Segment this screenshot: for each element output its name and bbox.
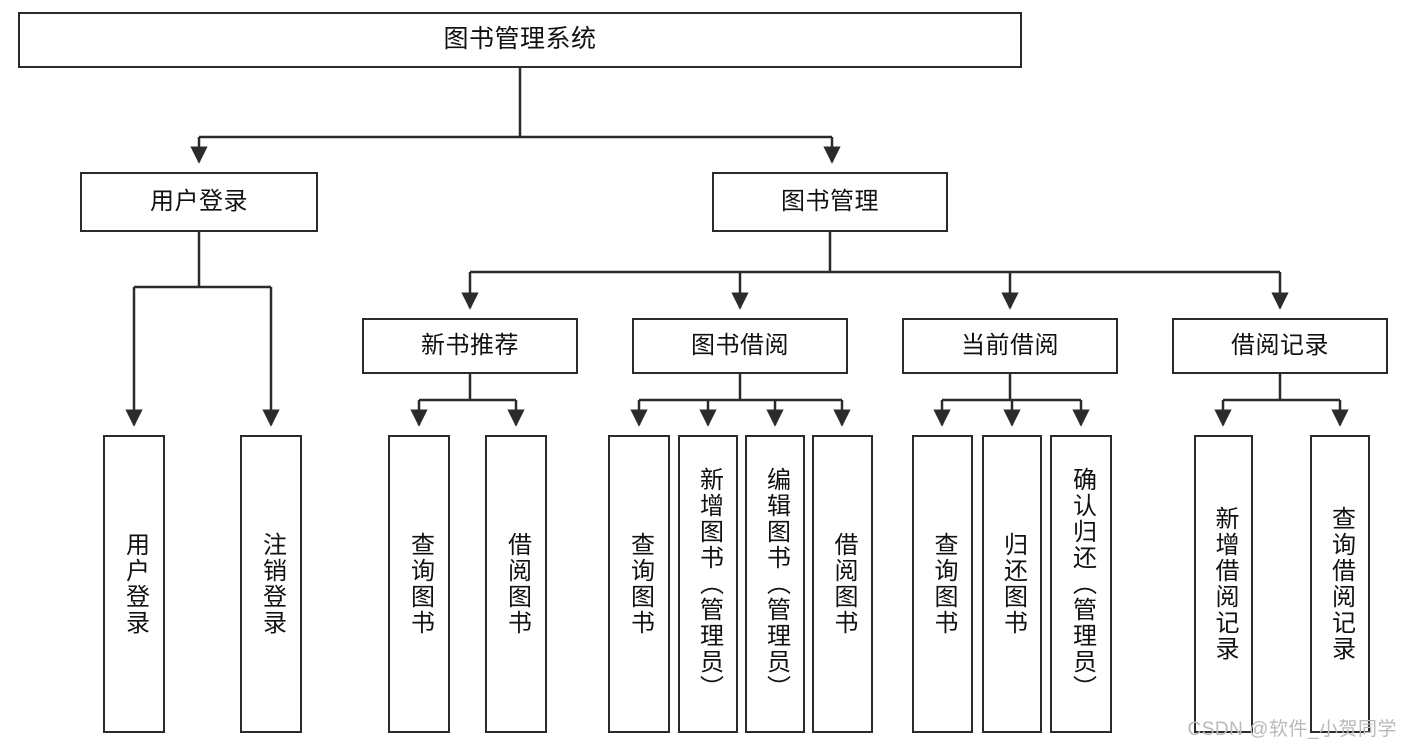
node-book-manage[interactable]: 图书管理 [712,172,948,232]
node-leaf-user-login-label: 用户登录 [121,532,149,636]
watermark-text: CSDN @软件_小贺同学 [1187,719,1397,740]
node-new-book-rec[interactable]: 新书推荐 [362,318,578,374]
node-leaf-edit-book[interactable]: 编辑图书（管理员） [745,435,805,733]
node-borrow-record[interactable]: 借阅记录 [1172,318,1388,374]
node-current-borrow-label: 当前借阅 [961,331,1059,359]
node-current-borrow[interactable]: 当前借阅 [902,318,1118,374]
node-leaf-return-book[interactable]: 归还图书 [982,435,1042,733]
node-book-manage-label: 图书管理 [781,187,879,215]
node-book-borrow-label: 图书借阅 [691,331,789,359]
node-leaf-borrow-book-rec[interactable]: 借阅图书 [485,435,547,733]
node-leaf-borrow-book-bb[interactable]: 借阅图书 [812,435,873,733]
node-leaf-add-record[interactable]: 新增借阅记录 [1194,435,1253,733]
node-leaf-borrow-book-bb-label: 借阅图书 [829,532,857,636]
node-leaf-query-record[interactable]: 查询借阅记录 [1310,435,1370,733]
node-leaf-query-book-cb-label: 查询图书 [929,532,957,636]
node-new-book-rec-label: 新书推荐 [421,331,519,359]
node-user-login[interactable]: 用户登录 [80,172,318,232]
node-leaf-add-book[interactable]: 新增图书（管理员） [678,435,738,733]
node-leaf-add-record-label: 新增借阅记录 [1210,506,1238,662]
node-user-login-label: 用户登录 [150,187,248,215]
node-leaf-confirm-return-label: 确认归还（管理员） [1068,467,1096,701]
node-leaf-query-book-rec-label: 查询图书 [406,532,434,636]
node-leaf-edit-book-label: 编辑图书（管理员） [762,467,790,701]
node-borrow-record-label: 借阅记录 [1231,331,1329,359]
node-leaf-borrow-book-rec-label: 借阅图书 [503,532,531,636]
node-leaf-add-book-label: 新增图书（管理员） [695,467,723,701]
node-root-label: 图书管理系统 [443,25,597,54]
node-book-borrow[interactable]: 图书借阅 [632,318,848,374]
node-leaf-confirm-return[interactable]: 确认归还（管理员） [1050,435,1112,733]
node-leaf-logout[interactable]: 注销登录 [240,435,302,733]
node-root[interactable]: 图书管理系统 [18,12,1022,68]
node-leaf-query-record-label: 查询借阅记录 [1327,506,1355,662]
node-leaf-query-book-rec[interactable]: 查询图书 [388,435,450,733]
node-leaf-return-book-label: 归还图书 [999,532,1027,636]
node-leaf-query-book-bb[interactable]: 查询图书 [608,435,670,733]
node-leaf-query-book-cb[interactable]: 查询图书 [912,435,973,733]
node-leaf-query-book-bb-label: 查询图书 [626,532,654,636]
node-leaf-user-login[interactable]: 用户登录 [103,435,165,733]
node-leaf-logout-label: 注销登录 [258,532,286,636]
